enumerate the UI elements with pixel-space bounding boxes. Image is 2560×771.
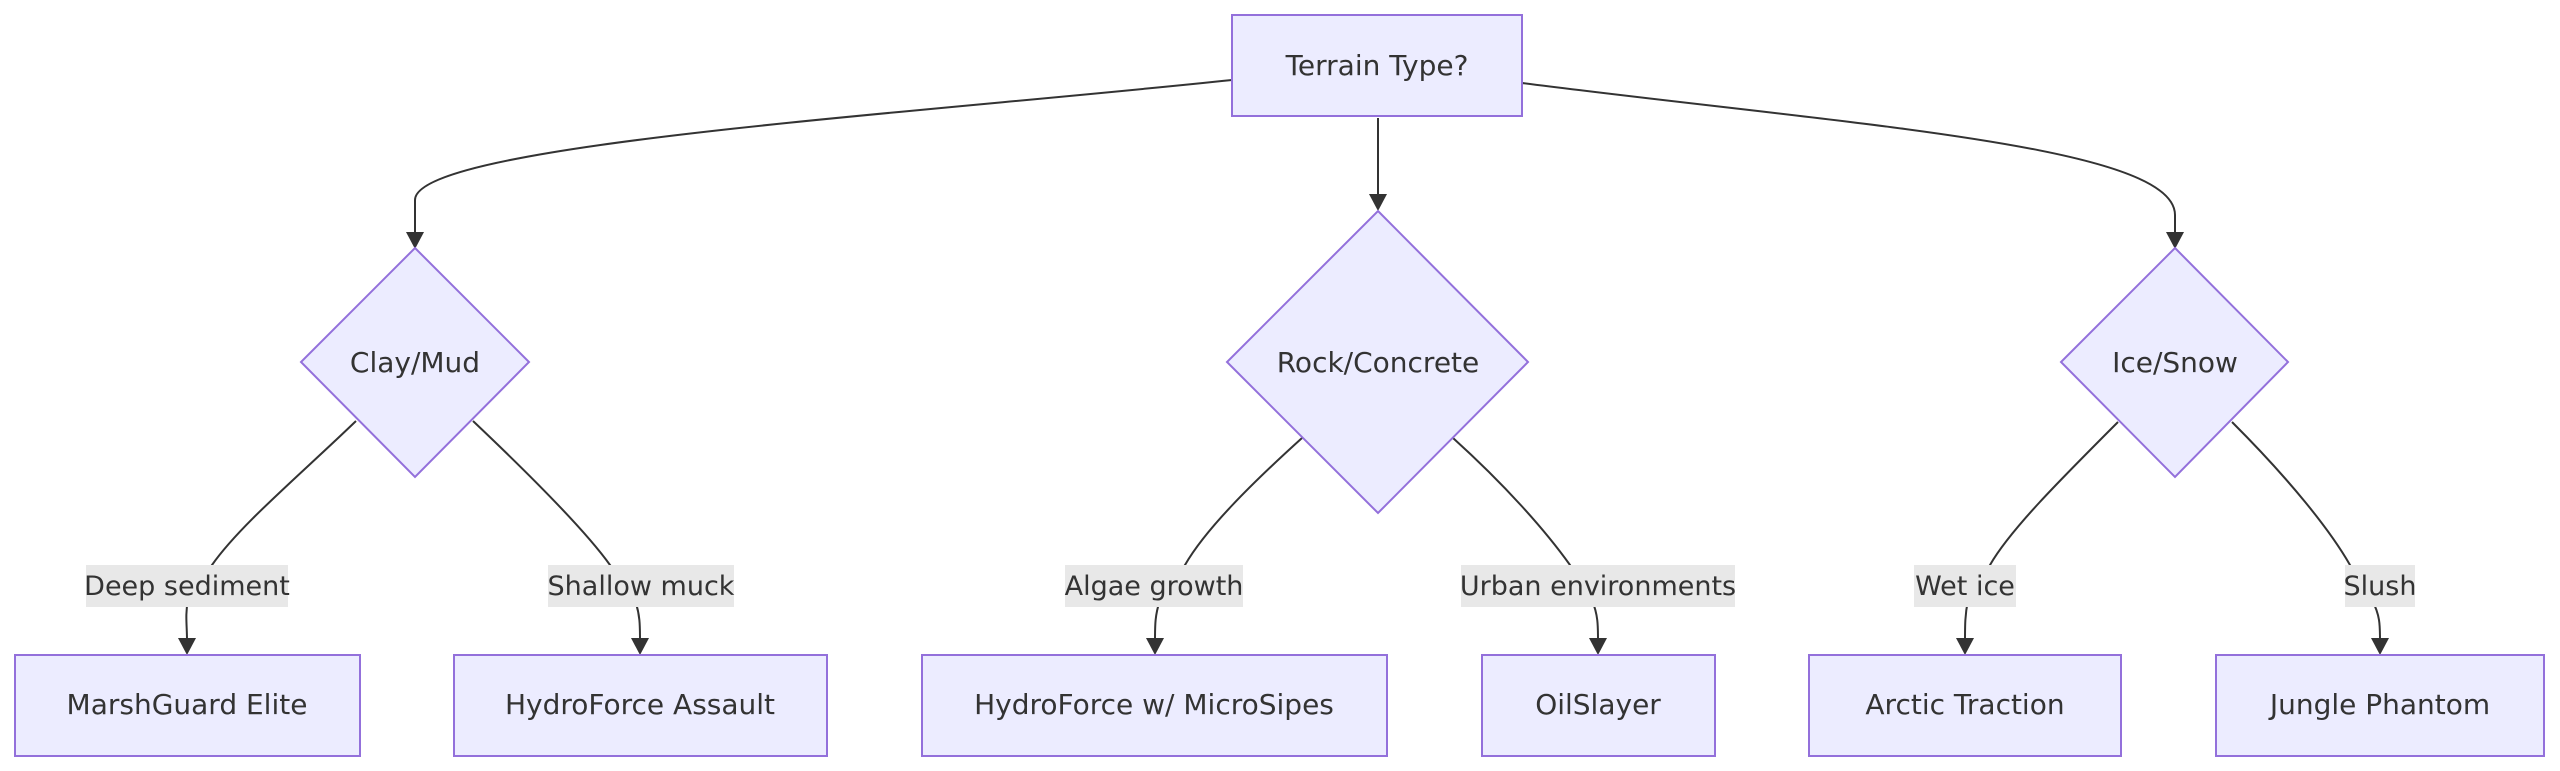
edge-label-slush: Slush: [2344, 565, 2417, 607]
arrow-ice-jungle: [2371, 638, 2389, 655]
node-marshguard-elite: MarshGuard Elite: [14, 654, 361, 757]
node-rock-concrete: Rock/Concrete: [1225, 209, 1530, 515]
node-label: HydroForce Assault: [505, 688, 775, 721]
edge-label-shallow-muck: Shallow muck: [548, 565, 735, 607]
arrow-ice-arctic: [1956, 638, 1974, 655]
node-label: Terrain Type?: [1285, 49, 1469, 82]
node-terrain-type: Terrain Type?: [1231, 14, 1523, 117]
edge-labels: Deep sediment Shallow muck Algae growth …: [84, 565, 2416, 607]
edge-label-text: Deep sediment: [84, 571, 290, 602]
edge-label-text: Shallow muck: [548, 571, 735, 602]
node-label: Ice/Snow: [2112, 346, 2238, 379]
arrow-clay-marsh: [178, 638, 196, 655]
edge-rock-hydro-micro: [1154, 437, 1303, 641]
arrow-terrain-ice: [2166, 232, 2184, 249]
node-hydroforce-microsipes: HydroForce w/ MicroSipes: [921, 654, 1388, 757]
node-hydroforce-assault: HydroForce Assault: [453, 654, 828, 757]
edge-label-text: Slush: [2344, 571, 2417, 602]
arrow-rock-hydro-micro: [1146, 638, 1164, 655]
node-ice-snow: Ice/Snow: [2059, 246, 2290, 479]
arrow-terrain-rock: [1369, 194, 1387, 211]
node-jungle-phantom: Jungle Phantom: [2215, 654, 2545, 757]
edge-clay-hydro-assault: [472, 420, 641, 641]
edge-clay-marsh: [185, 420, 357, 641]
edges-leaves: [178, 420, 2389, 655]
edge-label-deep-sediment: Deep sediment: [84, 565, 290, 607]
edge-label-text: Wet ice: [1915, 571, 2015, 602]
arrow-terrain-clay: [406, 232, 424, 249]
edge-label-text: Urban environments: [1460, 571, 1736, 602]
node-label: OilSlayer: [1535, 688, 1661, 721]
edge-terrain-ice: [1521, 82, 2176, 232]
arrow-clay-hydro-assault: [631, 638, 649, 655]
arrow-rock-oilslayer: [1589, 638, 1607, 655]
edge-label-urban-environments: Urban environments: [1460, 565, 1736, 607]
edges-root: [406, 79, 2184, 249]
node-label: Jungle Phantom: [2268, 688, 2490, 721]
edge-rock-oilslayer: [1452, 437, 1599, 641]
edge-ice-arctic: [1964, 421, 2119, 641]
node-label: MarshGuard Elite: [67, 688, 308, 721]
edge-label-wet-ice: Wet ice: [1914, 565, 2016, 607]
node-label: HydroForce w/ MicroSipes: [974, 688, 1334, 721]
edge-terrain-clay: [414, 79, 1233, 232]
node-label: Arctic Traction: [1865, 688, 2064, 721]
edge-label-text: Algae growth: [1065, 571, 1244, 602]
node-label: Clay/Mud: [350, 346, 480, 379]
edge-label-algae-growth: Algae growth: [1065, 565, 1244, 607]
node-arctic-traction: Arctic Traction: [1808, 654, 2122, 757]
node-oilslayer: OilSlayer: [1481, 654, 1716, 757]
edge-ice-jungle: [2231, 421, 2381, 641]
node-label: Rock/Concrete: [1277, 346, 1480, 379]
node-clay-mud: Clay/Mud: [299, 246, 531, 479]
